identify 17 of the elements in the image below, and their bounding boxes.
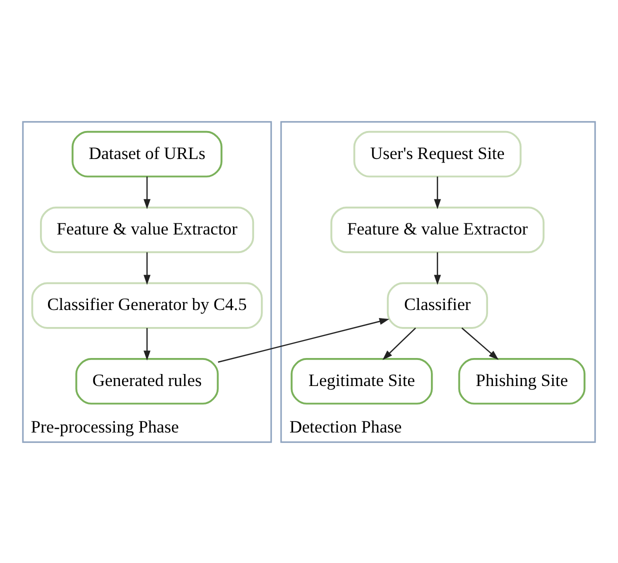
arrow [144, 328, 151, 360]
arrow [382, 327, 416, 360]
node-box: Classifier [386, 282, 488, 328]
node-box: User's Request Site [353, 130, 522, 177]
arrow [144, 252, 151, 284]
arrow [144, 176, 151, 209]
node-box: Generated rules [75, 358, 219, 404]
arrow [461, 327, 499, 360]
node-box: Feature & value Extractor [40, 206, 254, 253]
node-box: Dataset of URLs [72, 130, 222, 177]
arrow [434, 252, 441, 284]
arrow [218, 318, 390, 362]
node-box: Legitimate Site [290, 358, 433, 404]
node-box: Classifier Generator by C4.5 [31, 282, 263, 328]
node-box: Feature & value Extractor [330, 206, 544, 253]
node-box: Phishing Site [458, 358, 586, 404]
arrow [434, 176, 441, 209]
